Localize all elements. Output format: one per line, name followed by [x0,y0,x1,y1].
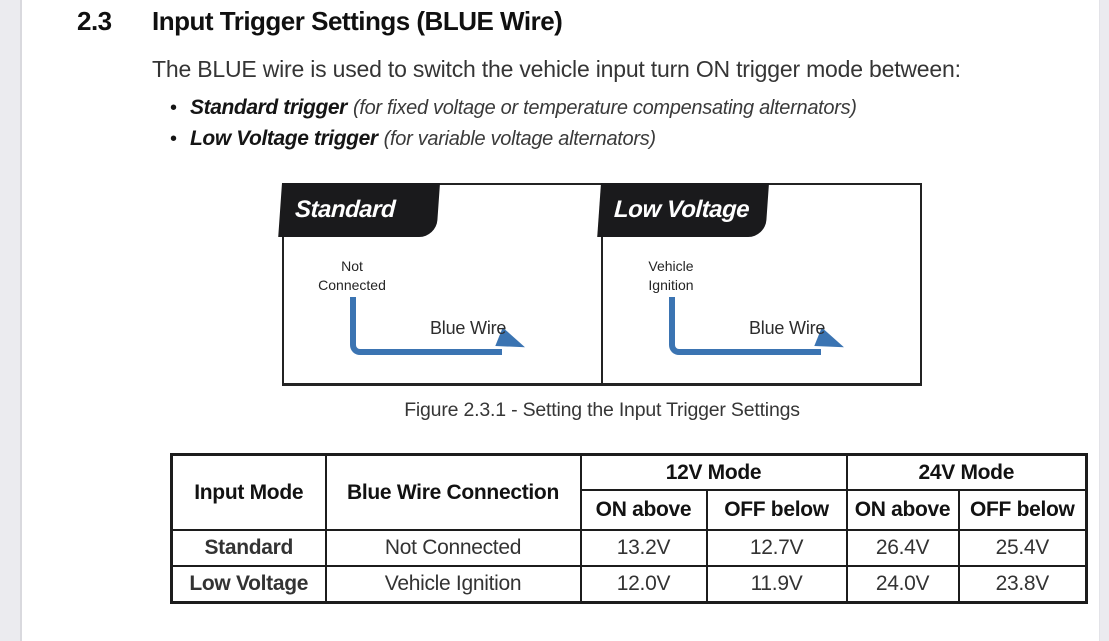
col-header-blue-wire-connection: Blue Wire Connection [324,453,582,531]
bullet-rest-text: (for fixed voltage or temperature compen… [352,97,857,119]
bullet-lead-text: Standard trigger [190,96,347,119]
wire-label: Blue Wire [430,318,507,338]
cell-input-mode: Standard [170,529,327,567]
sub-header-24v-off-below: OFF below [957,489,1088,531]
trigger-settings-table: Input Mode Blue Wire Connection 12V Mode… [170,453,1089,604]
sub-header-12v-on-above: ON above [579,489,708,531]
bullet-lead-text: Low Voltage trigger [190,127,378,150]
document-page: 2.3 Input Trigger Settings (BLUE Wire) T… [20,0,1100,641]
low-voltage-trigger-panel: Low Voltage Vehicle Ignition Blue Wire [597,183,920,383]
bullet-icon: • [170,97,178,119]
wire-source-label: Vehicle Ignition [619,257,723,295]
intro-paragraph: The BLUE wire is used to switch the vehi… [152,56,961,82]
group-header-24v-mode: 24V Mode [845,453,1088,491]
blue-wire-line [669,297,821,355]
wire-source-label: Not Connected [300,257,404,295]
table-row: Standard Not Connected 13.2V 12.7V 26.4V… [170,529,1088,567]
cell-12v-on: 12.0V [579,565,708,604]
cell-12v-off: 11.9V [705,565,848,604]
source-line: Ignition [648,277,694,293]
table-row: Low Voltage Vehicle Ignition 12.0V 11.9V… [170,565,1088,604]
col-header-input-mode: Input Mode [170,453,327,531]
sub-header-12v-off-below: OFF below [705,489,848,531]
source-line: Connected [318,277,386,293]
cell-connection: Vehicle Ignition [324,565,582,604]
list-item: • Standard trigger (for fixed voltage or… [170,96,857,124]
tab-label: Standard [294,196,396,223]
cell-24v-off: 23.8V [957,565,1088,604]
source-line: Not [341,258,363,274]
trigger-settings-figure: Standard Not Connected Blue Wire Low Vol… [278,183,922,386]
list-item: • Low Voltage trigger (for variable volt… [170,127,857,155]
bullet-rest-text: (for variable voltage alternators) [383,128,656,150]
sub-header-24v-on-above: ON above [845,489,960,531]
group-header-12v-mode: 12V Mode [579,453,848,491]
tab-label: Low Voltage [613,196,750,223]
wire-label: Blue Wire [749,318,826,338]
standard-tab: Standard [278,183,440,237]
blue-wire-line [350,297,502,355]
cell-24v-on: 24.0V [845,565,960,604]
cell-connection: Not Connected [324,529,582,567]
cell-24v-on: 26.4V [845,529,960,567]
cell-12v-on: 13.2V [579,529,708,567]
cell-12v-off: 12.7V [705,529,848,567]
figure-caption: Figure 2.3.1 - Setting the Input Trigger… [404,399,800,421]
section-title: Input Trigger Settings (BLUE Wire) [152,6,563,36]
source-line: Vehicle [648,258,694,274]
cell-input-mode: Low Voltage [170,565,327,604]
section-number: 2.3 [77,6,112,36]
bullet-icon: • [170,128,178,150]
standard-trigger-panel: Standard Not Connected Blue Wire [278,183,601,383]
low-voltage-tab: Low Voltage [597,183,769,237]
cell-24v-off: 25.4V [957,529,1088,567]
bullet-list: • Standard trigger (for fixed voltage or… [170,96,857,158]
